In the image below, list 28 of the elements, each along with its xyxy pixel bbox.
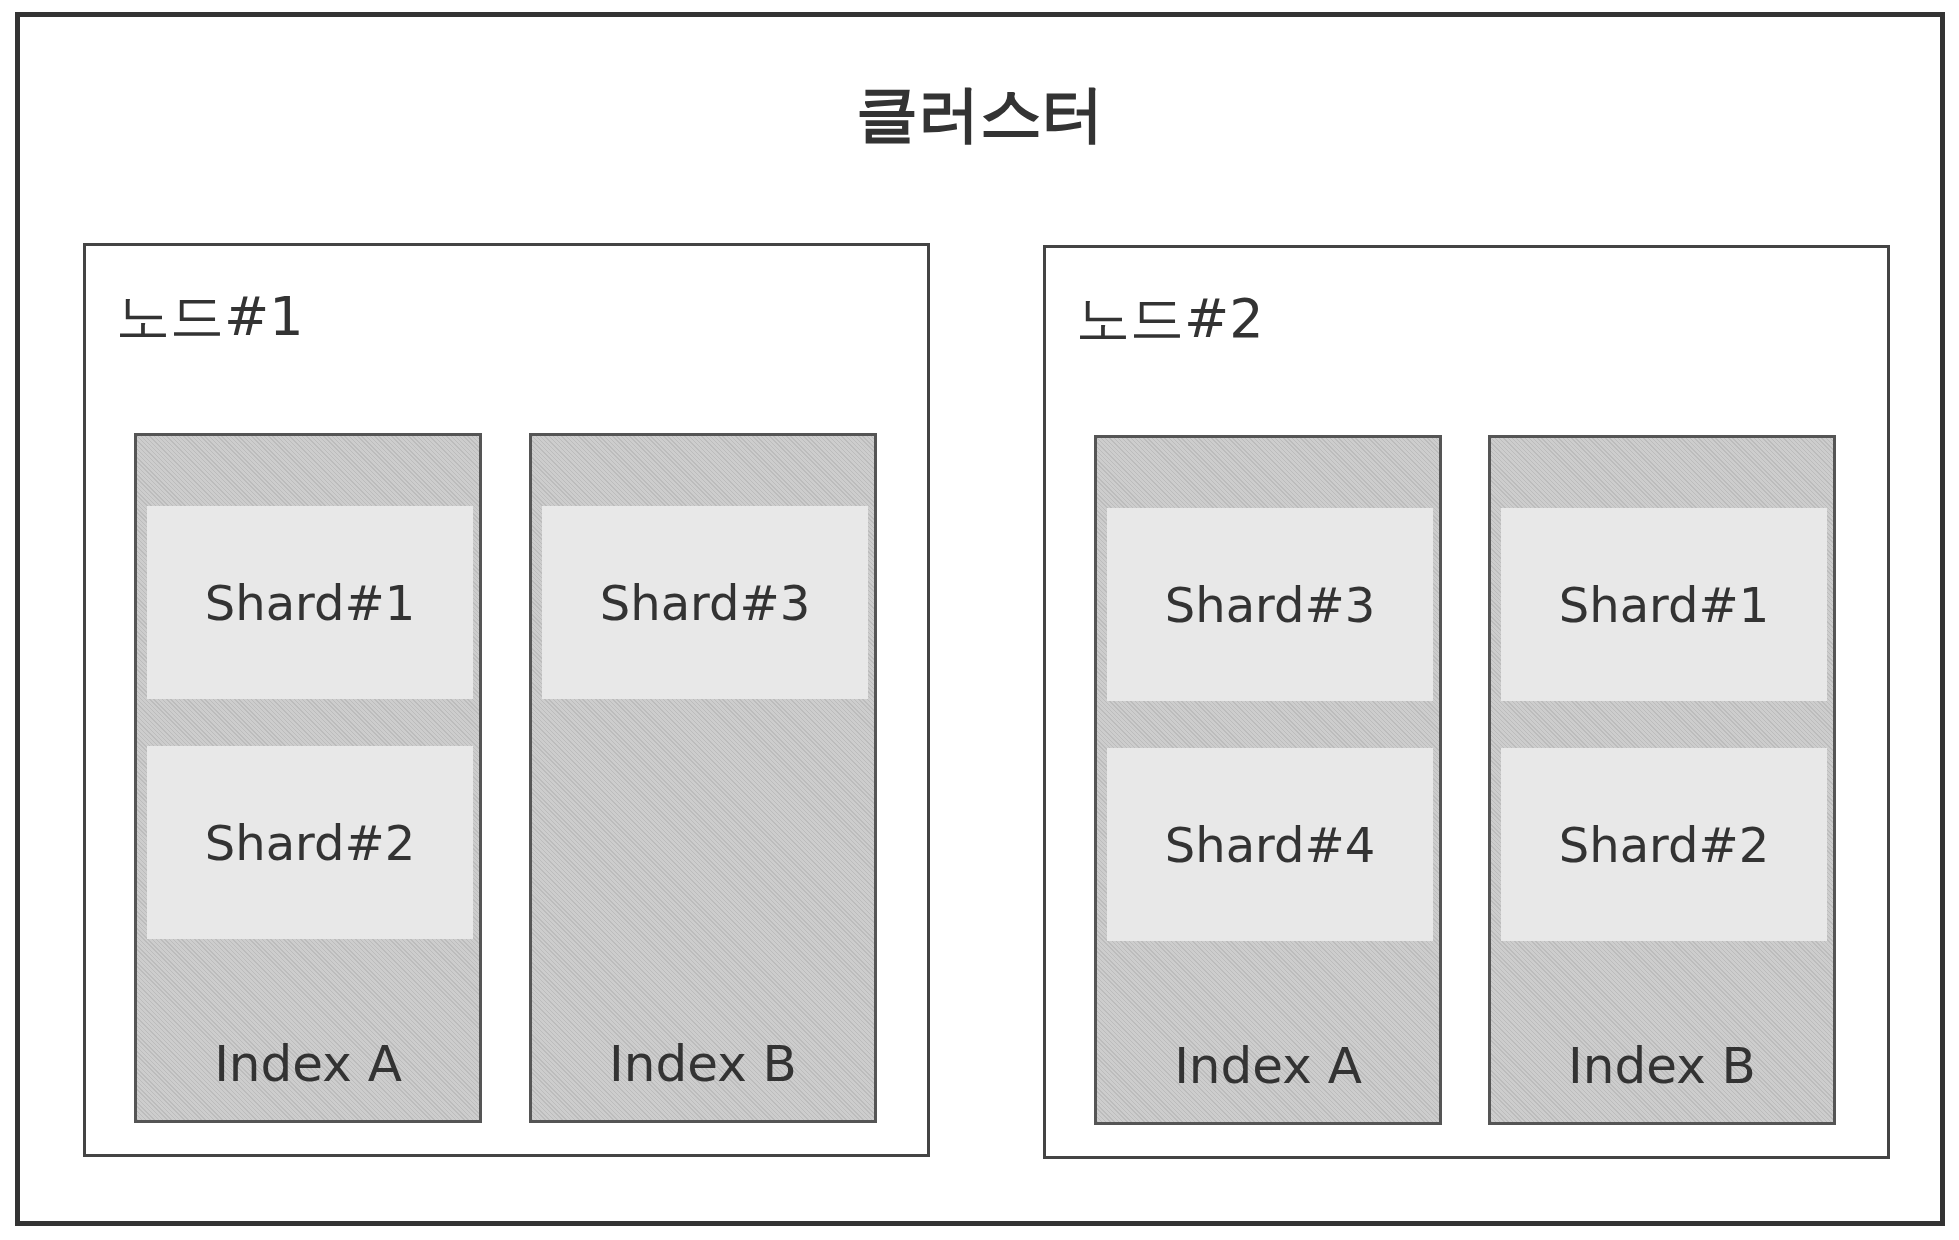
index-label: Index B xyxy=(1567,1036,1757,1097)
index-column xyxy=(1094,435,1442,1125)
index-column xyxy=(134,433,482,1123)
index-label: Index B xyxy=(608,1034,798,1095)
shard-label: Shard#2 xyxy=(1557,815,1771,875)
index-label: Index A xyxy=(1173,1036,1363,1097)
shard-label: Shard#4 xyxy=(1163,815,1377,875)
node-box xyxy=(83,243,930,1157)
cluster-title: 클러스터 xyxy=(855,76,1105,152)
cluster-box xyxy=(15,12,1945,1226)
shard-box xyxy=(1107,508,1433,701)
shard-box xyxy=(1107,748,1433,941)
shard-label: Shard#3 xyxy=(1163,575,1377,635)
node-box xyxy=(1043,245,1890,1159)
shard-label: Shard#1 xyxy=(1557,575,1771,635)
shard-box xyxy=(147,506,473,699)
index-column xyxy=(1488,435,1836,1125)
shard-label: Shard#1 xyxy=(203,573,417,633)
shard-box xyxy=(147,746,473,939)
shard-box xyxy=(1501,508,1827,701)
shard-label: Shard#3 xyxy=(598,573,812,633)
index-column xyxy=(529,433,877,1123)
node-title: 노드#2 xyxy=(1076,286,1264,352)
node-title: 노드#1 xyxy=(116,284,304,350)
shard-box xyxy=(1501,748,1827,941)
index-label: Index A xyxy=(213,1034,403,1095)
shard-label: Shard#2 xyxy=(203,813,417,873)
shard-box xyxy=(542,506,868,699)
